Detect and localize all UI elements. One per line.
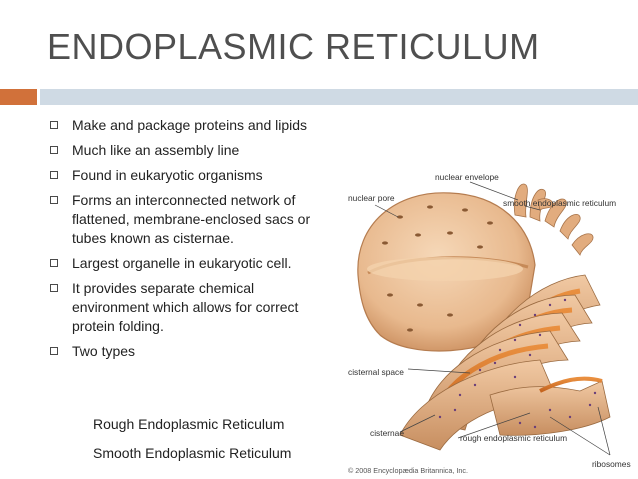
square-bullet-icon — [50, 171, 58, 179]
label-smooth-er: smooth endoplasmic reticulum — [503, 198, 616, 208]
rough-er-stack — [399, 274, 611, 451]
label-ribosomes: ribosomes — [592, 459, 631, 469]
label-cisternal-space: cisternal space — [348, 367, 404, 377]
bullet-item: Much like an assembly line — [48, 141, 333, 160]
leader-lines — [374, 181, 611, 456]
bullet-item: Found in eukaryotic organisms — [48, 166, 333, 185]
copyright-text: © 2008 Encyclopædia Britannica, Inc. — [348, 466, 468, 475]
bullet-item: Make and package proteins and lipids — [48, 116, 333, 135]
bullet-text: Two types — [72, 343, 136, 359]
accent-bar-blue — [40, 89, 638, 105]
square-bullet-icon — [50, 121, 58, 129]
square-bullet-icon — [50, 259, 58, 267]
square-bullet-icon — [50, 196, 58, 204]
nuclear-pores — [382, 205, 493, 332]
bullet-text: It provides separate chemical environmen… — [72, 280, 299, 334]
square-bullet-icon — [50, 146, 58, 154]
label-nuclear-envelope: nuclear envelope — [435, 172, 499, 182]
bullet-item: It provides separate chemical environmen… — [48, 279, 333, 336]
bullet-text: Make and package proteins and lipids — [72, 117, 308, 133]
square-bullet-icon — [50, 347, 58, 355]
bullet-list: Make and package proteins and lipids Muc… — [48, 116, 333, 367]
ribosome-dots — [438, 298, 597, 429]
bullet-text: Forms an interconnected network of flatt… — [72, 192, 311, 246]
slide-title: ENDOPLASMIC RETICULUM — [47, 26, 540, 67]
label-cisternae: cisternae — [370, 428, 404, 438]
sub-item-smooth-er: Smooth Endoplasmic Reticulum — [93, 445, 292, 461]
label-nuclear-pore: nuclear pore — [348, 193, 395, 203]
square-bullet-icon — [50, 284, 58, 292]
sub-item-rough-er: Rough Endoplasmic Reticulum — [93, 416, 285, 432]
bullet-text: Largest organelle in eukaryotic cell. — [72, 255, 292, 271]
bullet-item: Forms an interconnected network of flatt… — [48, 191, 333, 248]
smooth-er-tubes — [513, 183, 594, 256]
bullet-text: Found in eukaryotic organisms — [72, 167, 263, 183]
nucleus-shell — [357, 192, 536, 352]
label-rough-er: rough endoplasmic reticulum — [460, 433, 567, 443]
bullet-item: Two types — [48, 342, 333, 361]
er-illustration: nuclear envelope nuclear pore smooth end… — [348, 172, 631, 475]
bullet-item: Largest organelle in eukaryotic cell. — [48, 254, 333, 273]
bullet-text: Much like an assembly line — [72, 142, 240, 158]
accent-bar-orange — [0, 89, 37, 105]
